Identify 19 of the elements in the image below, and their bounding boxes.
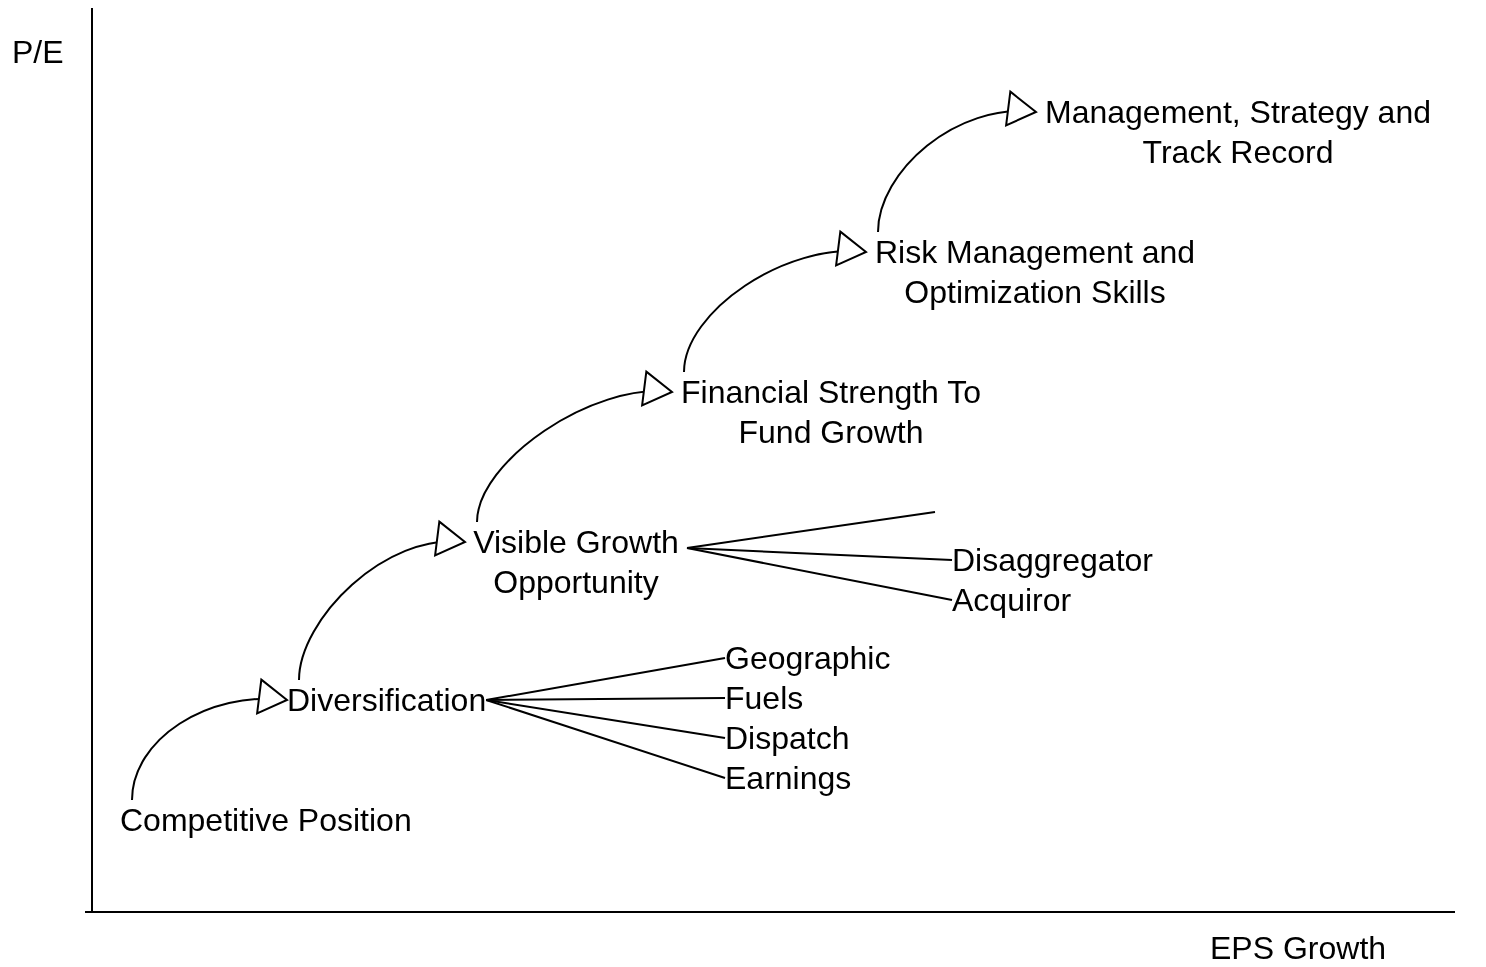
factor-label: Fuels bbox=[725, 678, 955, 718]
stage-label: Visible Growth Opportunity bbox=[465, 522, 687, 602]
x-axis-label: EPS Growth bbox=[1210, 929, 1387, 967]
curved-arrow bbox=[131, 680, 288, 801]
factor-label: Disaggregator bbox=[952, 540, 1212, 580]
stage-label: Management, Strategy and Track Record bbox=[1036, 92, 1440, 172]
y-axis-label: P/E bbox=[12, 33, 64, 72]
curved-arrow bbox=[877, 92, 1037, 233]
factor-label: Dispatch bbox=[725, 718, 955, 758]
curved-arrow bbox=[683, 232, 867, 373]
stage-label: Financial Strength To Fund Growth bbox=[672, 372, 990, 452]
factor-label: Earnings bbox=[725, 758, 955, 798]
stage-label: Diversification bbox=[287, 680, 487, 720]
factor-label: Geographic bbox=[725, 638, 955, 678]
stage-label: Risk Management and Optimization Skills bbox=[866, 232, 1204, 312]
fan-line bbox=[485, 699, 726, 739]
factor-label: Acquiror bbox=[952, 580, 1212, 620]
fan-line bbox=[485, 699, 726, 779]
stage-label: Competitive Position bbox=[120, 800, 520, 840]
